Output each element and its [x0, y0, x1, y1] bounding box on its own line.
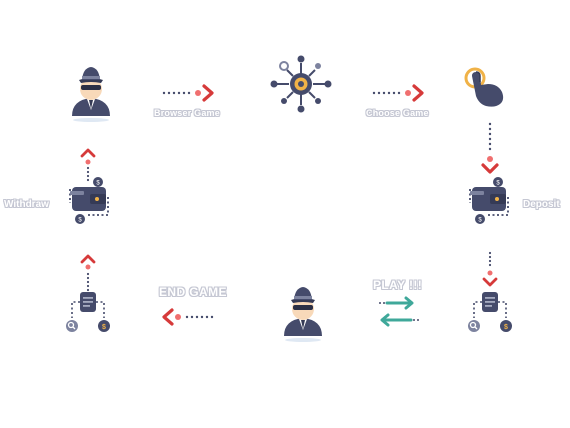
svg-text:$: $: [78, 218, 82, 224]
svg-text:$: $: [478, 218, 482, 224]
label-browse-game: Browser Game: [154, 108, 221, 119]
spy-icon: [68, 62, 114, 122]
svg-text:$: $: [102, 324, 106, 331]
label-withdraw: Withdraw: [4, 199, 50, 211]
svg-text:$: $: [504, 324, 508, 331]
chevron-icon: [412, 84, 424, 102]
svg-text:$: $: [496, 181, 500, 187]
flow-arrow-right: [370, 83, 430, 103]
label-play: PLAY !!!: [372, 278, 423, 293]
wallet-icon: $ $: [468, 175, 512, 225]
document-flow-icon: $: [64, 290, 114, 334]
flow-arrow-left: [160, 307, 220, 327]
flow-arrow-right: [160, 83, 220, 103]
chevron-icon: [202, 84, 214, 102]
flow-arrow-up: [78, 146, 98, 184]
svg-text:$: $: [96, 181, 100, 187]
chevron-icon: [80, 148, 96, 158]
spy-icon: [280, 282, 326, 342]
exchange-arrows-icon: [377, 296, 421, 328]
flow-arrow-down: [480, 120, 500, 178]
label-deposit: Deposit: [523, 199, 561, 211]
network-hub-icon: [270, 53, 332, 115]
wallet-icon: $ $: [68, 175, 112, 225]
chevron-icon: [162, 308, 174, 326]
chevron-icon: [80, 254, 96, 264]
chevron-icon: [481, 163, 499, 174]
flow-arrow-down: [480, 250, 500, 292]
document-flow-icon: $: [466, 290, 516, 334]
flow-arrow-up: [78, 252, 98, 294]
chevron-icon: [482, 277, 498, 287]
label-end-game: END GAME: [159, 285, 227, 300]
tap-hand-icon: [462, 66, 508, 110]
label-choose-game: Choose Game: [366, 108, 430, 119]
